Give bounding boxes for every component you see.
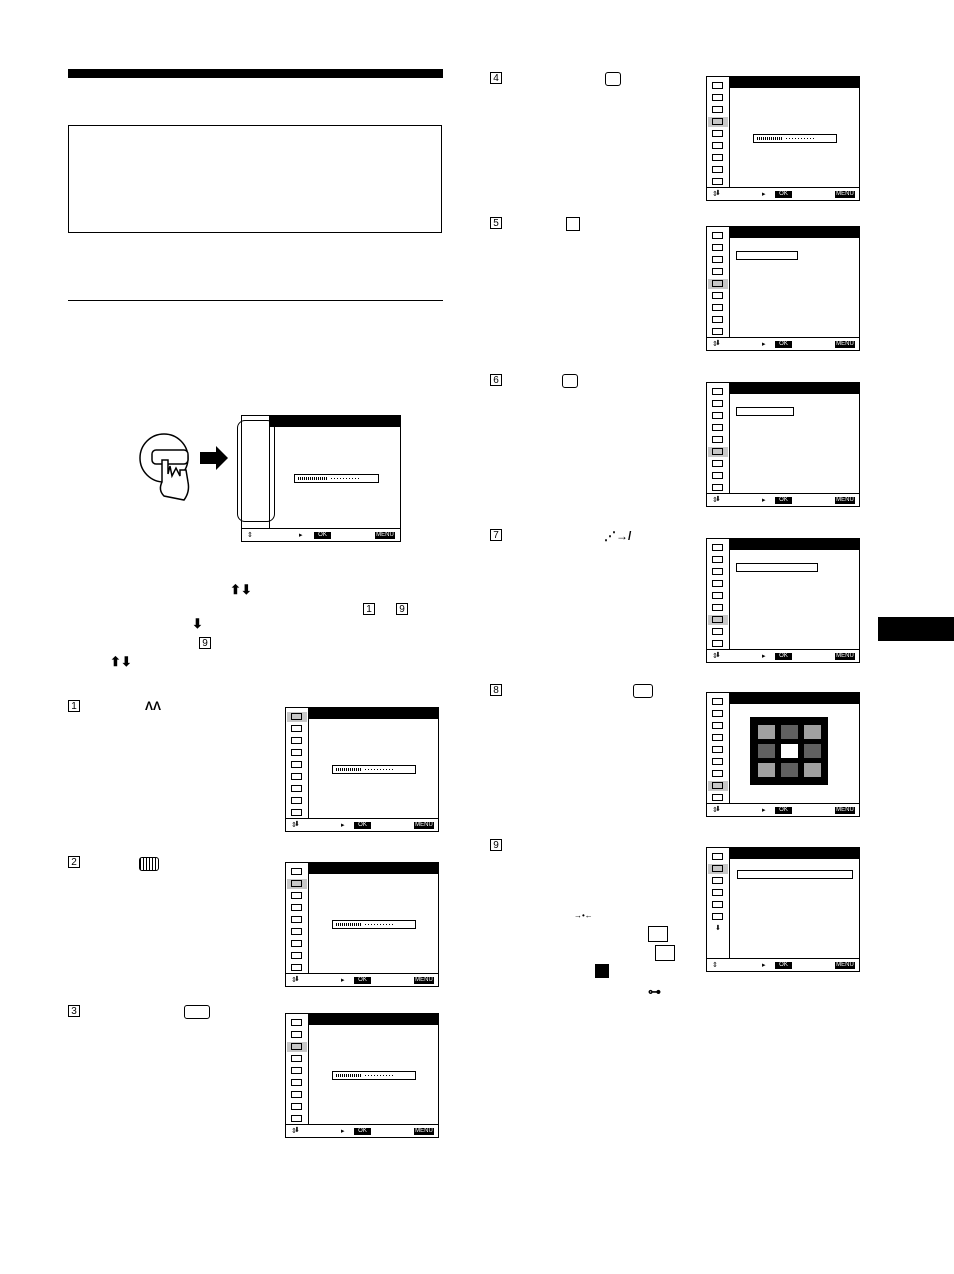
lock-icon: ⊶: [648, 984, 661, 999]
ok-key: OK: [314, 532, 331, 539]
step-ref-start: 1: [363, 603, 375, 615]
step-ref-last: 9: [199, 637, 211, 649]
step-3-number: 3: [68, 1005, 80, 1017]
chapter-tab: [878, 617, 954, 641]
center-icon: [605, 72, 621, 86]
brightness-icon: [139, 857, 159, 871]
menu-button-press-illustration: [139, 433, 228, 501]
icon-column-highlight: [237, 420, 275, 522]
color-icon: ⋰→/: [604, 529, 632, 543]
step-7-number: 7: [490, 529, 502, 541]
step-ref-end: 9: [396, 603, 408, 615]
contrast-icon: ΛΛ: [145, 699, 162, 713]
step-5-number: 5: [490, 217, 502, 229]
note-box: [68, 125, 442, 233]
step-6-number: 6: [490, 374, 502, 386]
step-9-number: 9: [490, 839, 502, 851]
up-down-arrow-icon: ⬆⬇: [230, 582, 252, 597]
down-arrow-icon: ⬇: [192, 616, 203, 631]
brightness-setting-icon: [648, 926, 668, 942]
image-icon: [655, 945, 675, 961]
size-icon: [184, 1005, 210, 1019]
landing-icon: [633, 684, 653, 698]
up-down-arrow-icon: ⬆⬇: [110, 654, 132, 669]
section-divider: [68, 300, 443, 301]
step-2-number: 2: [68, 856, 80, 868]
updown-icon: ⇕: [247, 532, 253, 539]
geometry-icon: [566, 217, 580, 231]
step-8-number: 8: [490, 684, 502, 696]
convergence-icon: [562, 374, 578, 388]
step-1-number: 1: [68, 700, 80, 712]
section-title-bar: [68, 69, 443, 78]
step-4-number: 4: [490, 72, 502, 84]
degauss-icon: →•←: [574, 911, 593, 920]
osd-language-icon: [595, 964, 609, 978]
menu-key: MENU: [375, 532, 395, 539]
